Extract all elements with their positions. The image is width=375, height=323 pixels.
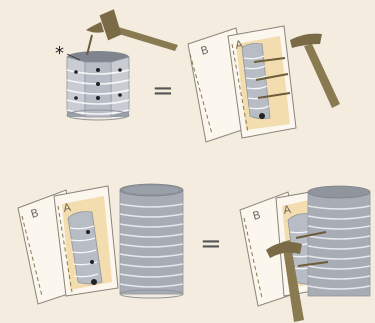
asterisk-marker: * <box>55 43 64 64</box>
nail-icon <box>255 73 289 81</box>
step2-sheets: B A <box>17 185 119 305</box>
sheet-b-label: B <box>251 208 262 223</box>
step1-result: B A <box>187 25 340 143</box>
sheet-a-label: A <box>234 38 244 52</box>
nail-hole-icon <box>74 70 78 74</box>
nail-hole-icon <box>118 93 122 97</box>
nail-icon <box>86 34 93 56</box>
asterisk-pointer <box>66 53 81 61</box>
step2-full-can <box>119 183 184 299</box>
step1-equals-sign: = <box>152 76 174 106</box>
sheet-a-label: A <box>62 201 72 215</box>
step2-equals-sign: = <box>200 229 222 259</box>
nail-icon <box>295 231 327 239</box>
nail-hole-icon <box>96 96 100 100</box>
hammer-icon <box>266 240 304 322</box>
tin-can-icon <box>307 185 371 297</box>
nail-hole-icon <box>96 82 100 86</box>
nail-hole-icon <box>86 230 90 234</box>
hammer-icon <box>290 33 340 108</box>
nail-hole-icon <box>118 68 122 72</box>
nail-icon <box>253 57 286 63</box>
nail-hole-icon <box>259 113 265 119</box>
sheet-a-label: A <box>282 203 292 217</box>
sheet-b-label: B <box>29 206 40 221</box>
nail-hole-icon <box>91 279 97 285</box>
nail-icon <box>297 261 329 267</box>
nail-icon <box>257 92 291 99</box>
nail-hole-icon <box>90 260 94 264</box>
sheet-b-label: B <box>199 43 210 58</box>
step1-can-with-holes <box>66 51 130 121</box>
nail-hole-icon <box>74 96 78 100</box>
tin-can-icon <box>241 43 271 120</box>
nail-hole-icon <box>96 68 100 72</box>
step2-result: B A <box>239 185 371 322</box>
hammer-icon <box>86 9 178 51</box>
tin-can-icon <box>67 211 103 285</box>
